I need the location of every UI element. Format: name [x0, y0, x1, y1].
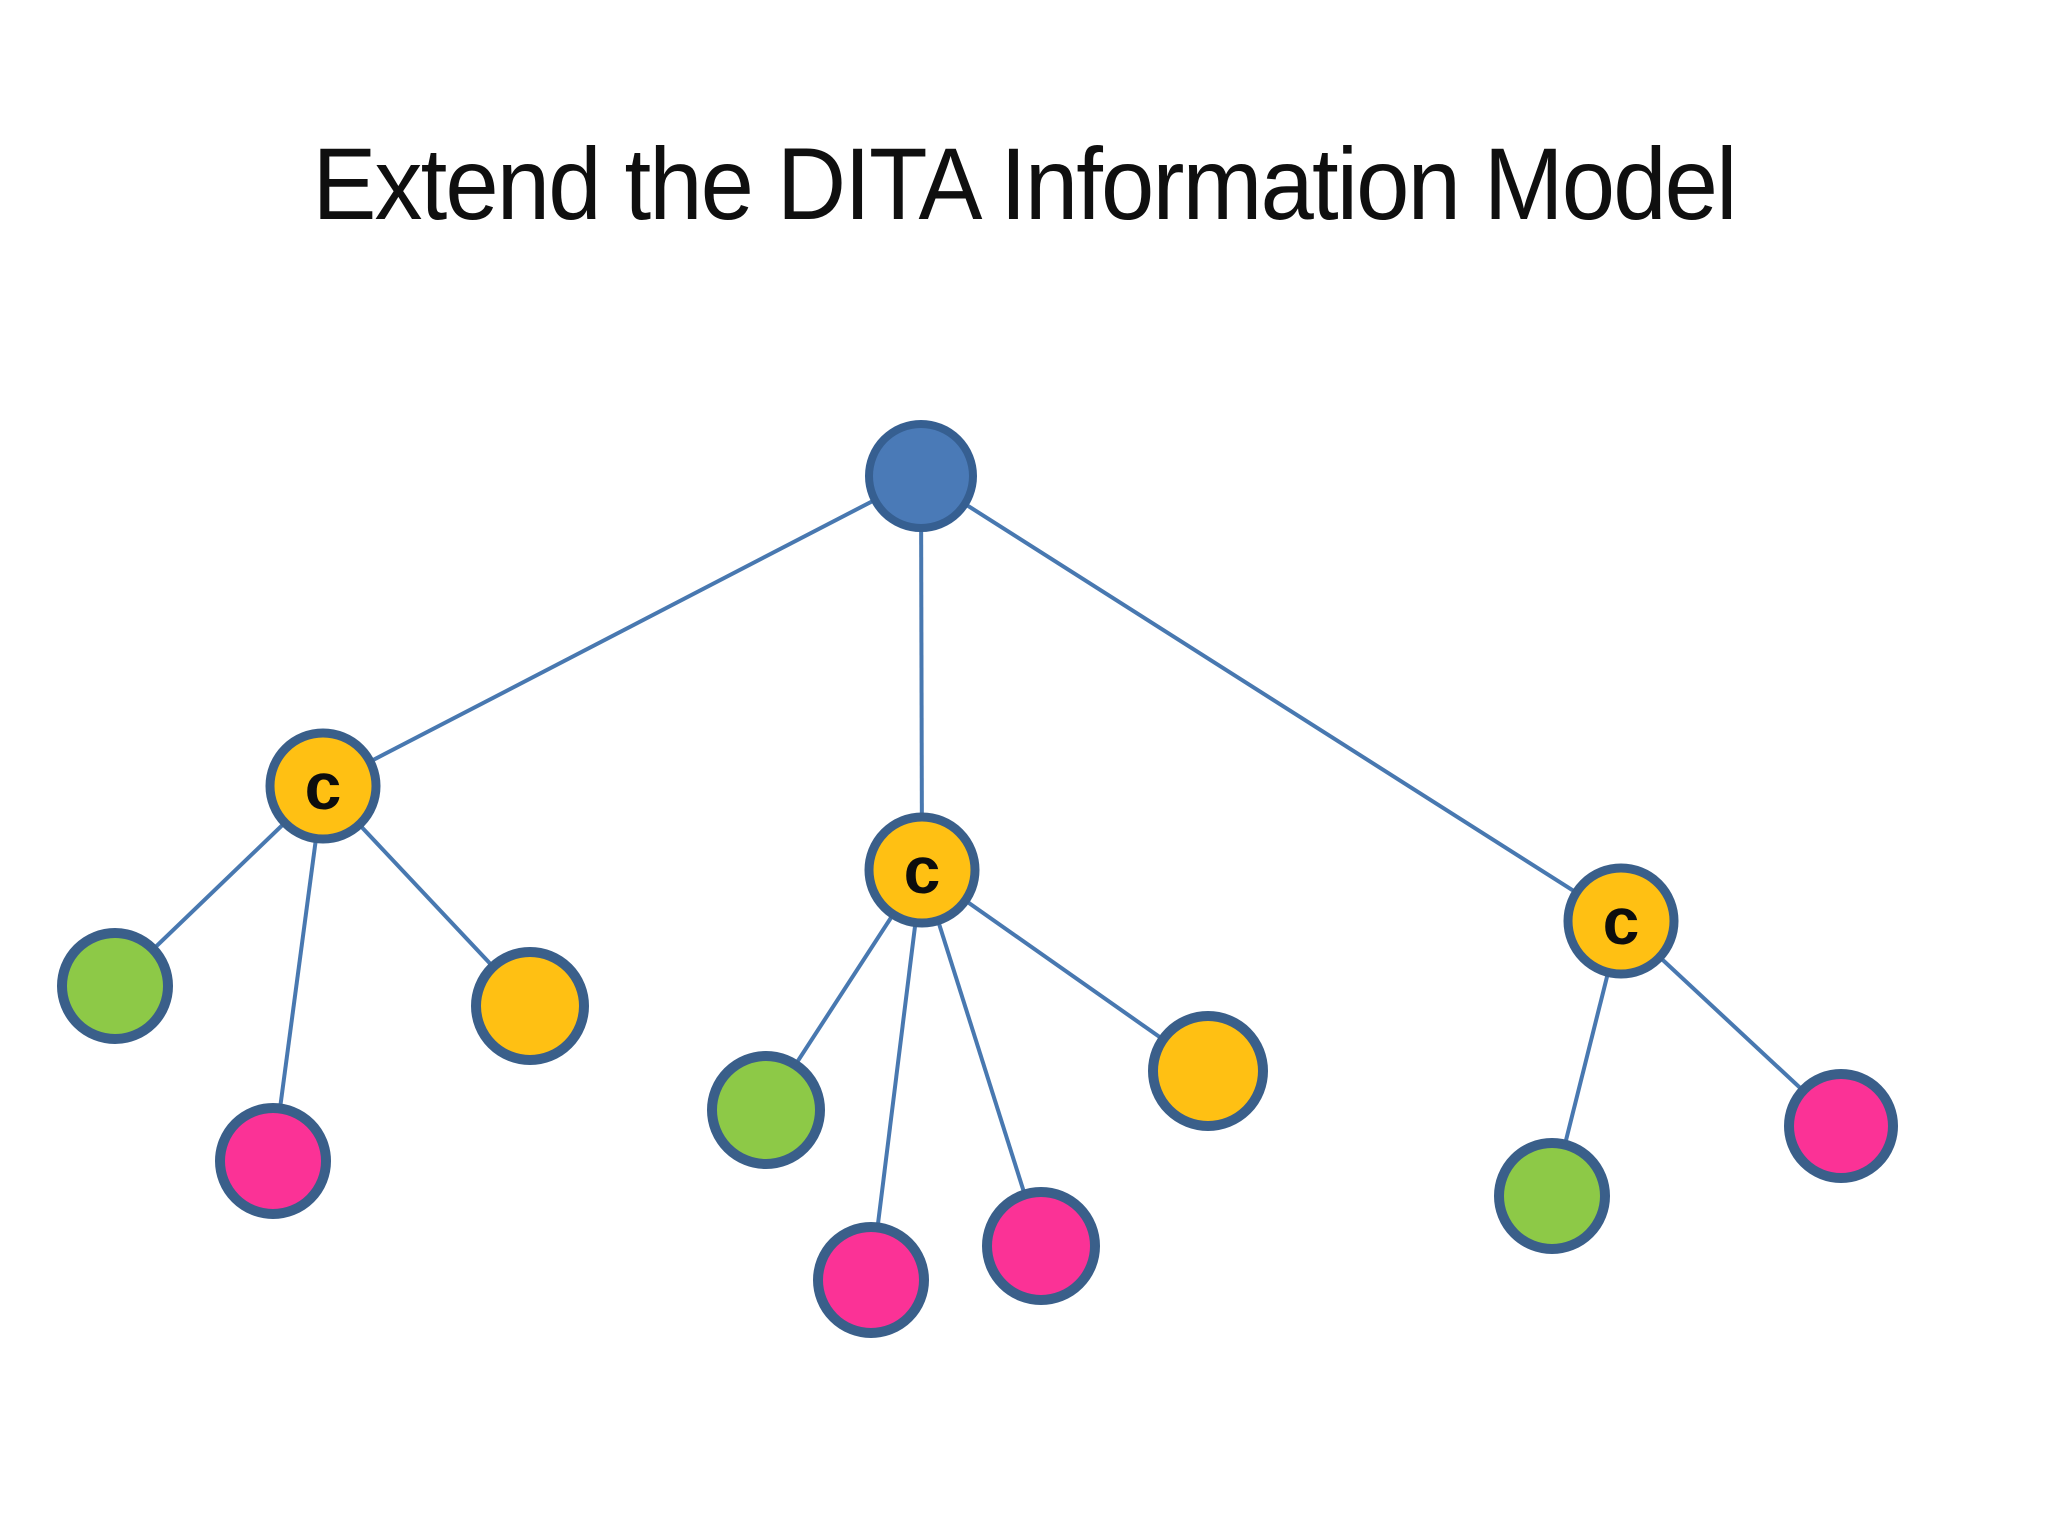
spec-middle-label: c — [904, 833, 941, 907]
pink-left-node — [215, 1103, 331, 1219]
spec-left-label: c — [305, 749, 342, 823]
pink-right-node — [1784, 1069, 1898, 1183]
spec-left-node — [265, 728, 381, 844]
pink-middle-2-node — [982, 1187, 1100, 1305]
edge-spec-middle-to-pink-middle-1 — [869, 869, 924, 1281]
edge-spec-middle-to-pink-middle-2 — [920, 869, 1043, 1247]
green-middle-node — [707, 1051, 825, 1169]
slide-title: Extend the DITA Information Model — [312, 127, 1737, 241]
orange-left-node — [471, 947, 589, 1065]
edge-root-to-spec-middle — [919, 475, 924, 871]
edge-root-to-spec-right — [919, 474, 1623, 923]
spec-middle-node — [864, 812, 980, 928]
green-right-node — [1494, 1138, 1610, 1254]
pink-middle-1-node — [813, 1222, 929, 1338]
spec-right-node — [1563, 863, 1679, 979]
root-node — [865, 420, 977, 532]
edge-spec-left-to-pink-left — [271, 785, 325, 1162]
spec-right-label: c — [1603, 884, 1640, 958]
green-left-node — [57, 928, 173, 1044]
orange-middle-node — [1148, 1011, 1268, 1131]
edge-root-to-spec-left — [322, 474, 922, 788]
